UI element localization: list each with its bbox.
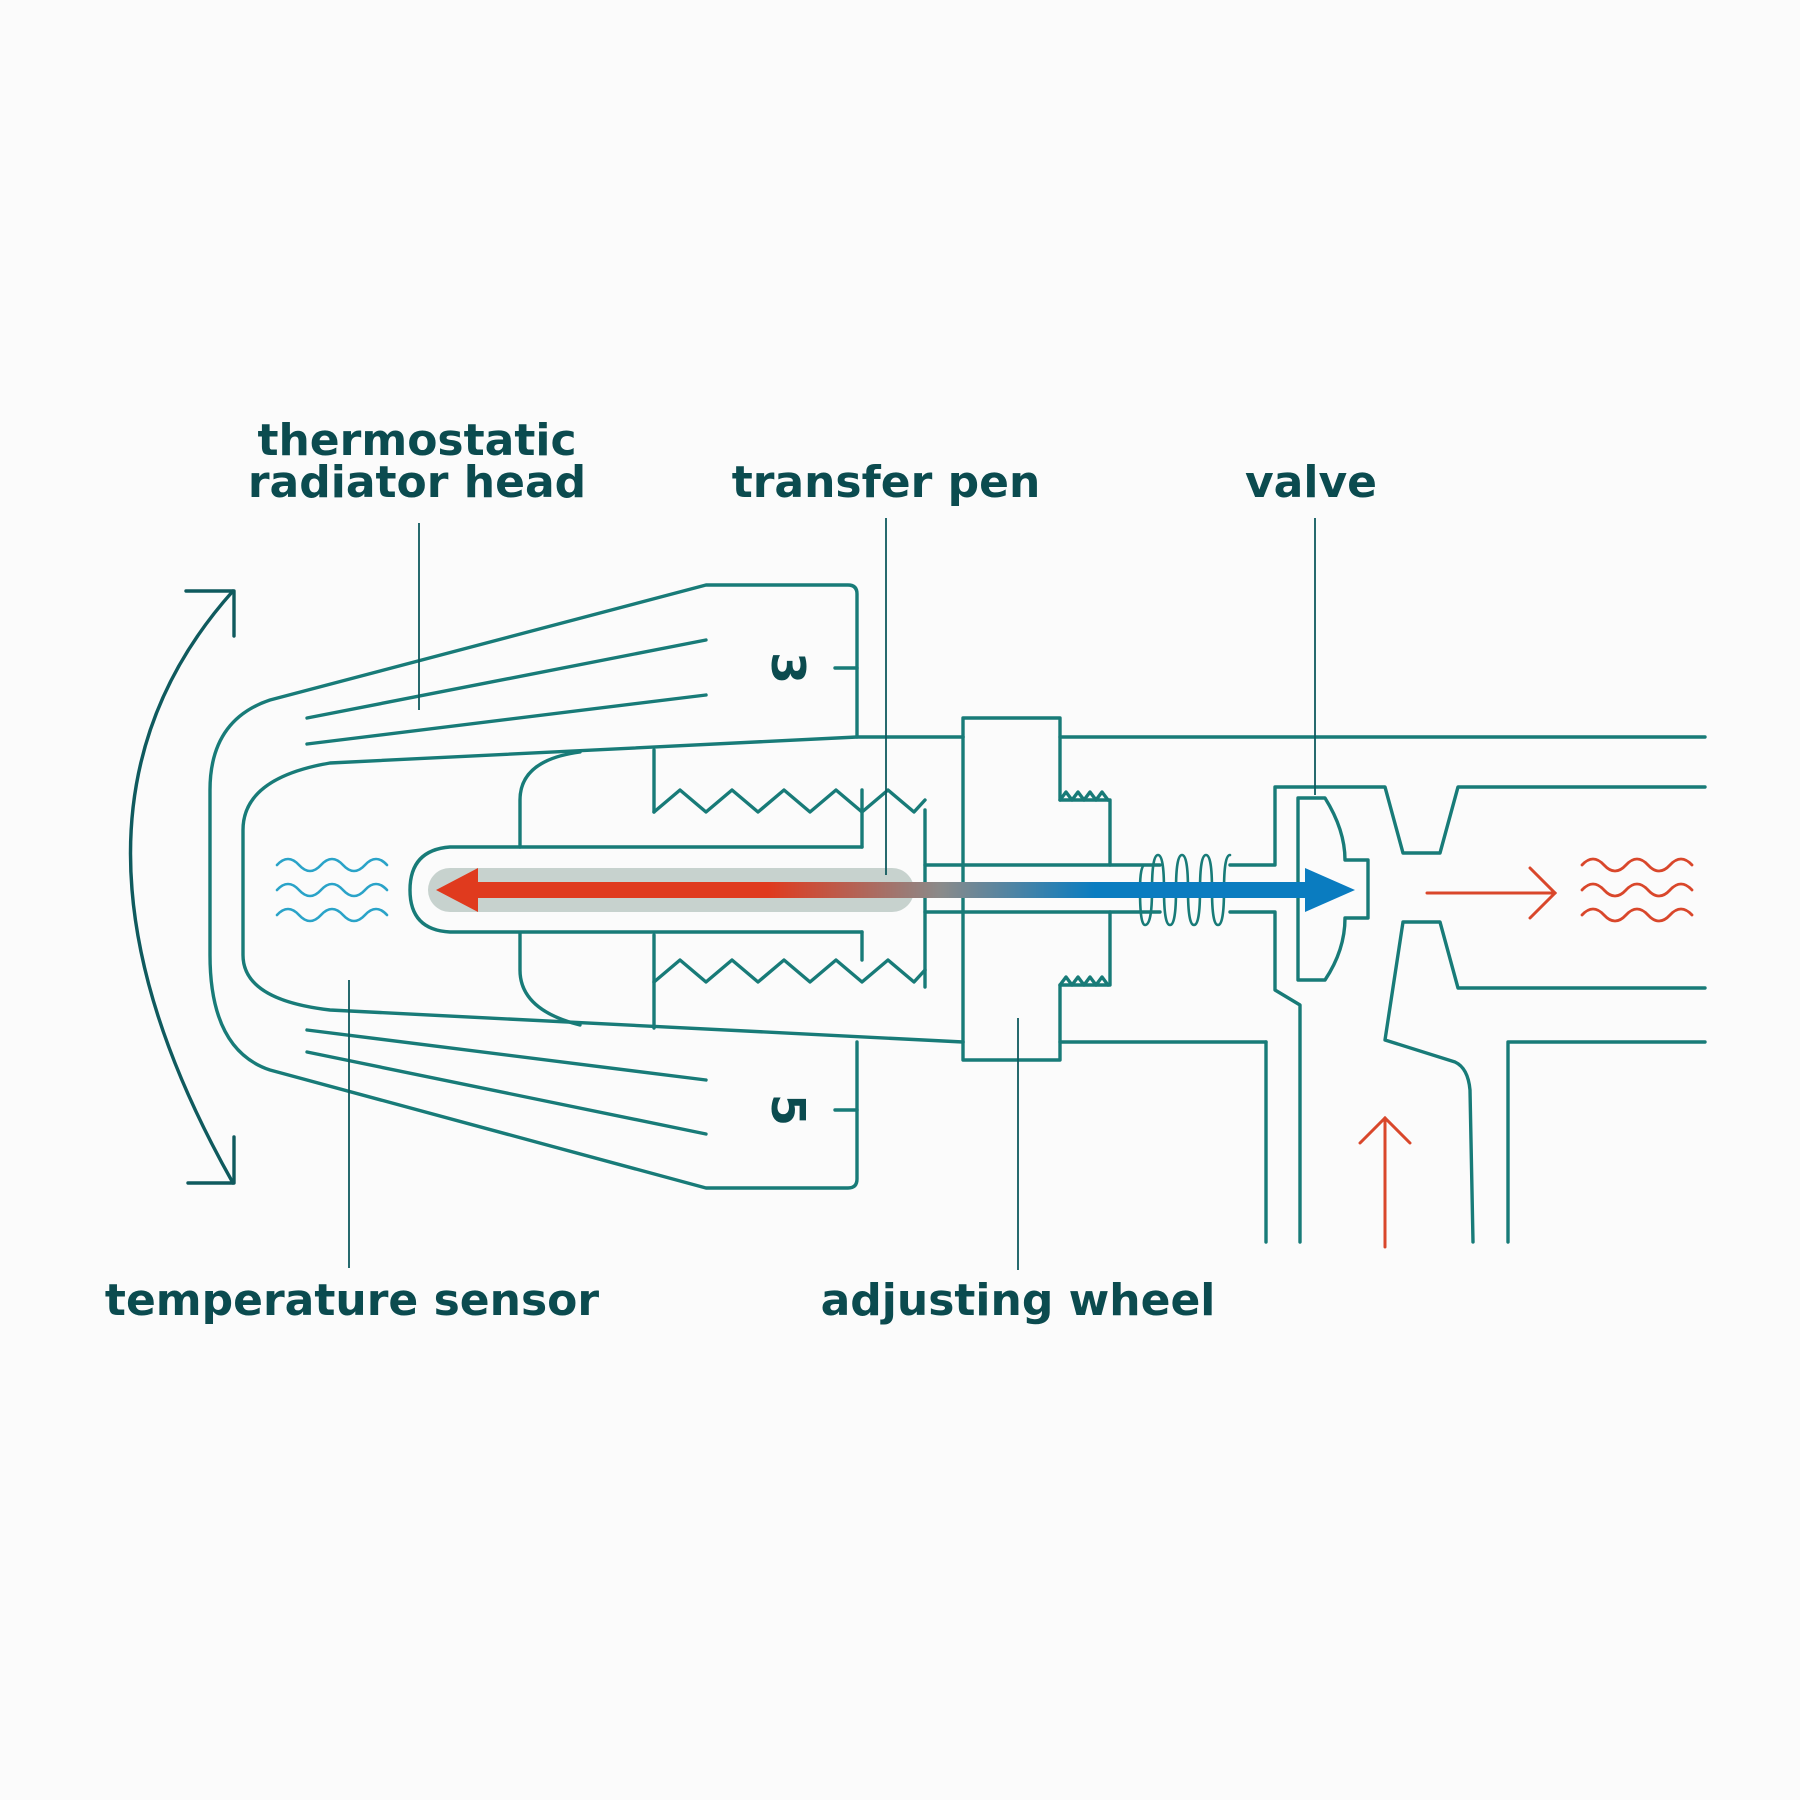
heat-waves-icon (1580, 857, 1694, 923)
label-thermostatic-head-line2: radiator head (248, 457, 586, 508)
leader-lines (348, 518, 1316, 1270)
dial-number-bottom: 5 (761, 1094, 815, 1126)
bellows-housing (518, 748, 927, 1030)
label-transfer-pen: transfer pen (732, 457, 1041, 508)
expansion-arrow-icon (436, 868, 1355, 912)
label-valve: valve (1245, 457, 1377, 508)
label-temperature-sensor: temperature sensor (105, 1275, 599, 1326)
valve-disc (1296, 796, 1370, 982)
label-adjusting-wheel: adjusting wheel (821, 1275, 1216, 1326)
room-air-waves-icon (275, 857, 389, 923)
dial-number-top: 3 (761, 652, 815, 684)
valve-body (1228, 785, 1707, 1244)
label-thermostatic-head-line1: thermostatic (257, 415, 576, 466)
hot-water-flow-icon (1358, 866, 1558, 1249)
rotate-arrow-icon (128, 589, 236, 1185)
spring (1138, 853, 1232, 927)
thermostatic-head-shell (208, 583, 859, 1190)
